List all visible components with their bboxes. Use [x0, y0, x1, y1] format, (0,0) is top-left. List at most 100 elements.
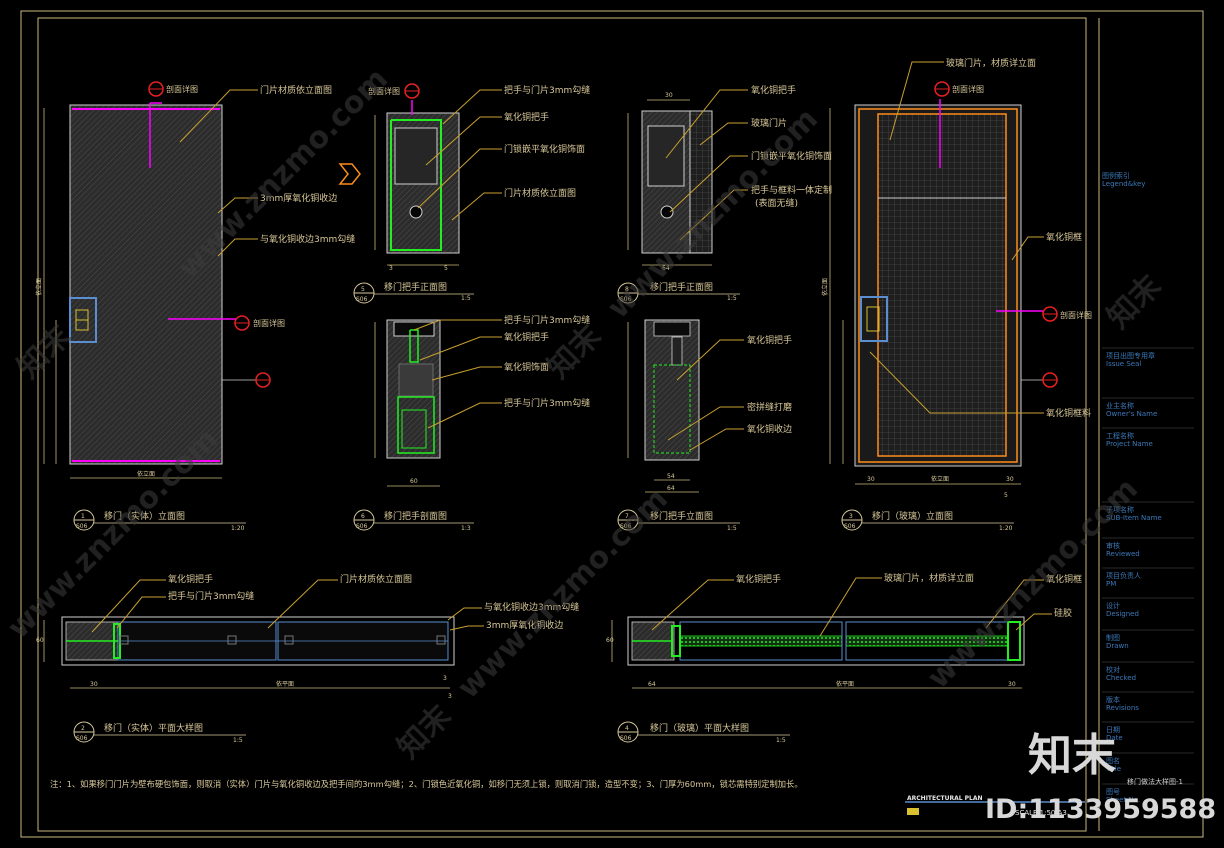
handle-frame-label: 把手与框料一体定制 [751, 184, 832, 196]
leader-line [91, 579, 166, 633]
handle-gap-label: 把手与门片3mm勾缝 [504, 314, 590, 326]
legend-cn: 图例索引 [1102, 171, 1130, 180]
view-number: 2 [81, 725, 85, 732]
title-strip-swatch [907, 808, 919, 815]
handle-frame-sub-label: (表面无缝) [755, 197, 798, 209]
bronze-handle-label: 氧化铜把手 [736, 573, 781, 585]
view-4-glass-door-plan: 氧化铜把手 玻璃门片，材质详立面 氧化铜框 硅胶 60 64 依平面 30 4 … [606, 572, 1082, 744]
section-detail-label: 剖面详图 [166, 84, 198, 94]
sheet-inner-frame [37, 17, 1087, 832]
view-sheet: S06 [76, 523, 88, 530]
watermark-brand: 知末 [391, 698, 458, 765]
view-title: 移门（实体）立面图 [104, 510, 185, 522]
scale-strip-text: SCALE 1:50 A3 [1015, 809, 1067, 817]
leader-line [217, 238, 258, 257]
leader-line [417, 148, 502, 209]
view-number: 5 [361, 286, 365, 293]
dim-30: 30 [1008, 681, 1016, 688]
view-sheet: S06 [620, 523, 632, 530]
view-sheet: S06 [76, 735, 88, 742]
title-block-label-cn: 制图 [1106, 633, 1120, 642]
leader-line [451, 192, 502, 221]
glass-panel [877, 113, 1007, 457]
title-block-label-cn: 审核 [1106, 541, 1120, 550]
view-scale: 1:20 [231, 525, 245, 532]
handle-inner-box [401, 409, 427, 449]
leader-line [679, 189, 748, 241]
leader-line [669, 155, 748, 213]
view-sheet: S06 [356, 523, 368, 530]
title-strip-text: ARCHITECTURAL PLAN [907, 795, 983, 802]
handle-core [671, 336, 683, 366]
view-number: 1 [81, 513, 85, 520]
view-title: 移门把手剖面图 [384, 510, 447, 522]
sheet-title: 移门做法大样图-1 [1127, 777, 1183, 786]
dim-3: 3 [443, 675, 447, 682]
sheet-outer-frame [20, 10, 1204, 838]
dim-64: 64 [648, 681, 656, 688]
plan-cross-box [284, 635, 294, 645]
title-block-label-en: Checked [1106, 674, 1136, 682]
lock-inlay-label: 门锁嵌平氧化铜饰面 [751, 150, 832, 162]
leader-line [217, 197, 258, 214]
section-detail-label: 剖面详图 [952, 84, 984, 94]
leader-line [869, 351, 1044, 414]
door-material-label: 门片材质依立面图 [340, 573, 412, 585]
arrow-marker [338, 163, 361, 185]
view-title: 移门把手立面图 [650, 510, 713, 522]
title-block-label-cn: 校对 [1106, 665, 1120, 674]
gap-bronze-edge-label: 与氧化铜收边3mm勾缝 [260, 233, 355, 245]
handle-gap-label: 把手与门片3mm勾缝 [504, 397, 590, 409]
view-2-solid-door-plan: 氧化铜把手 把手与门片3mm勾缝 门片材质依立面图 与氧化铜收边3mm勾缝 3m… [36, 573, 579, 744]
dim-54: 54 [667, 473, 675, 480]
leader-line [431, 366, 502, 381]
title-block-label-en: SUB-Item Name [1106, 514, 1162, 522]
section-detail-label: 剖面详图 [1060, 310, 1092, 320]
seal-polish-label: 密拼缝打磨 [747, 401, 792, 413]
leader-line [819, 577, 882, 637]
lock-cylinder [409, 205, 423, 219]
leader-line [179, 89, 258, 143]
glass-door-label: 玻璃门片 [751, 117, 787, 129]
bronze-handle-label: 氧化铜把手 [747, 334, 792, 346]
bronze-edge-label: 氧化铜收边 [747, 423, 792, 435]
handle-recess [394, 127, 438, 185]
view-scale: 1:5 [727, 295, 737, 302]
view-scale: 1:5 [727, 525, 737, 532]
title-block-label-cn: 子项名称 [1106, 505, 1134, 514]
legend-en: Legend&key [1102, 180, 1145, 188]
bronze-frame-plan [1007, 621, 1021, 661]
leader-line [449, 625, 484, 631]
handle-dashed-outline [653, 364, 691, 454]
view-number: 4 [625, 725, 629, 732]
dim-30: 30 [665, 92, 673, 99]
view-number: 7 [625, 513, 629, 520]
dim-door-width: 依立面 [137, 470, 155, 478]
handle-recess [647, 125, 685, 187]
title-strip: ARCHITECTURAL PLAN SCALE 1:50 A3 [905, 795, 1085, 817]
view-scale: 1:5 [776, 737, 786, 744]
handle-dark-inset [653, 321, 691, 337]
title-block-label-cn: 日期 [1106, 726, 1120, 734]
title-block-label-en: Drawn [1106, 642, 1129, 650]
view-scale: 1:3 [461, 525, 471, 532]
lock-cylinder [660, 205, 674, 219]
section-trim [398, 363, 434, 397]
dim-30: 30 [90, 681, 98, 688]
dim-60: 60 [606, 637, 614, 644]
plan-track-outer [61, 616, 455, 666]
glass-door-material-label: 玻璃门片，材质详立面 [884, 572, 974, 584]
plan-cross-box [119, 635, 129, 645]
general-note: 注：1、如果移门门片为壁布硬包饰面，则取消（实体）门片与氧化铜收边及把手间的3m… [50, 779, 803, 789]
title-block-label-en: Owner's Name [1106, 410, 1157, 418]
watermark-brand: 知末 [1101, 268, 1168, 335]
view-number: 3 [849, 513, 853, 520]
dim-64: 64 [667, 485, 675, 492]
view-title: 移门把手正面图 [650, 281, 713, 293]
title-block-label-cn: 项目出图专用章 [1106, 351, 1155, 360]
view-6-handle-section: 把手与门片3mm勾缝 氧化铜把手 氧化铜饰面 把手与门片3mm勾缝 60 6 S… [353, 314, 590, 532]
leader-line [442, 89, 502, 125]
leader-line [419, 336, 502, 361]
title-block-label-en: Designed [1106, 610, 1139, 618]
title-block-label-en: Project Name [1106, 440, 1153, 448]
